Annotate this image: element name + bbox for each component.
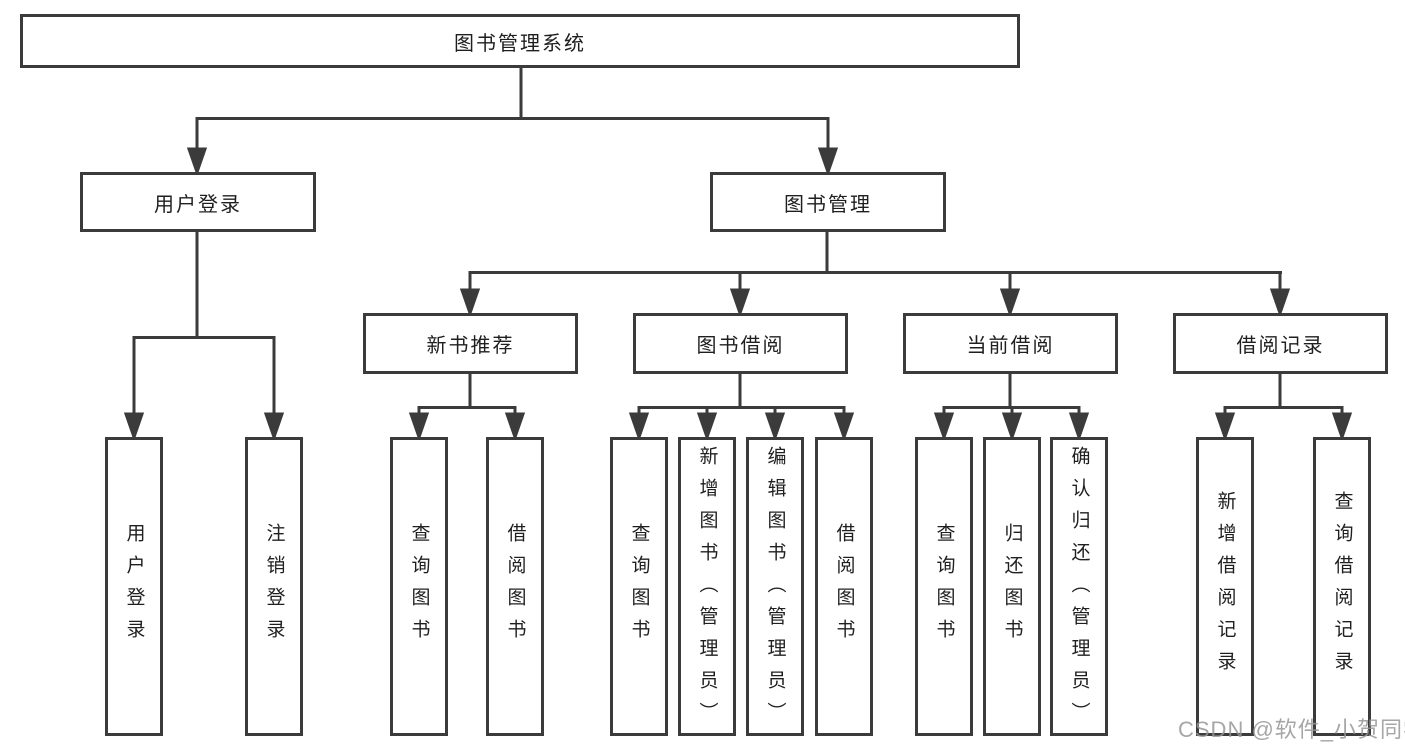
node-book-borrow: 图书借阅 (633, 313, 848, 374)
node-root: 图书管理系统 (20, 14, 1020, 68)
node-book-management: 图书管理 (710, 172, 946, 232)
arrowhead-down-icon (1068, 412, 1090, 442)
leaf-query-books-recommend: 查询图书 (390, 437, 448, 736)
leaf-borrow-books-recommend: 借阅图书 (486, 437, 544, 736)
arrowhead-down-icon (186, 147, 208, 177)
leaf-return-books: 归还图书 (983, 437, 1041, 736)
arrowhead-down-icon (1001, 412, 1023, 442)
arrowhead-down-icon (696, 412, 718, 442)
node-user-login: 用户登录 (80, 172, 316, 232)
arrowhead-down-icon (999, 288, 1021, 318)
leaf-edit-books-admin: 编辑图书（管理员） (746, 437, 804, 736)
arrowhead-down-icon (933, 412, 955, 442)
watermark: CSDN @软件_小贺同学 (1178, 717, 1405, 742)
arrowhead-down-icon (459, 288, 481, 318)
arrowhead-down-icon (729, 288, 751, 318)
arrowhead-down-icon (1269, 288, 1291, 318)
arrowhead-down-icon (1331, 412, 1353, 442)
leaf-add-books-admin: 新增图书（管理员） (678, 437, 736, 736)
arrowhead-down-icon (123, 412, 145, 442)
arrowhead-down-icon (817, 147, 839, 177)
leaf-logout: 注销登录 (245, 437, 303, 736)
arrowhead-down-icon (504, 412, 526, 442)
leaf-borrow-books: 借阅图书 (815, 437, 873, 736)
leaf-add-borrow-record: 新增借阅记录 (1196, 437, 1254, 736)
arrowhead-down-icon (833, 412, 855, 442)
arrowhead-down-icon (408, 412, 430, 442)
leaf-query-books-borrow: 查询图书 (610, 437, 668, 736)
arrowhead-down-icon (628, 412, 650, 442)
leaf-user-login: 用户登录 (105, 437, 163, 736)
arrowhead-down-icon (1214, 412, 1236, 442)
node-current-borrow: 当前借阅 (903, 313, 1118, 374)
node-borrow-records: 借阅记录 (1173, 313, 1388, 374)
arrowhead-down-icon (263, 412, 285, 442)
node-new-book-recommend: 新书推荐 (363, 313, 578, 374)
arrowhead-down-icon (764, 412, 786, 442)
leaf-confirm-return-admin: 确认归还（管理员） (1050, 437, 1108, 736)
leaf-query-borrow-record: 查询借阅记录 (1313, 437, 1371, 736)
leaf-query-books-current: 查询图书 (915, 437, 973, 736)
